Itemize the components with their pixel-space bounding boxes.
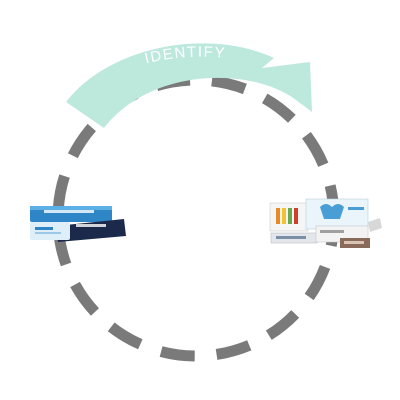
test-kit-products-icon [269,198,382,248]
identify-arrow [66,43,312,128]
toothpaste-tube-product-icon [30,206,126,242]
